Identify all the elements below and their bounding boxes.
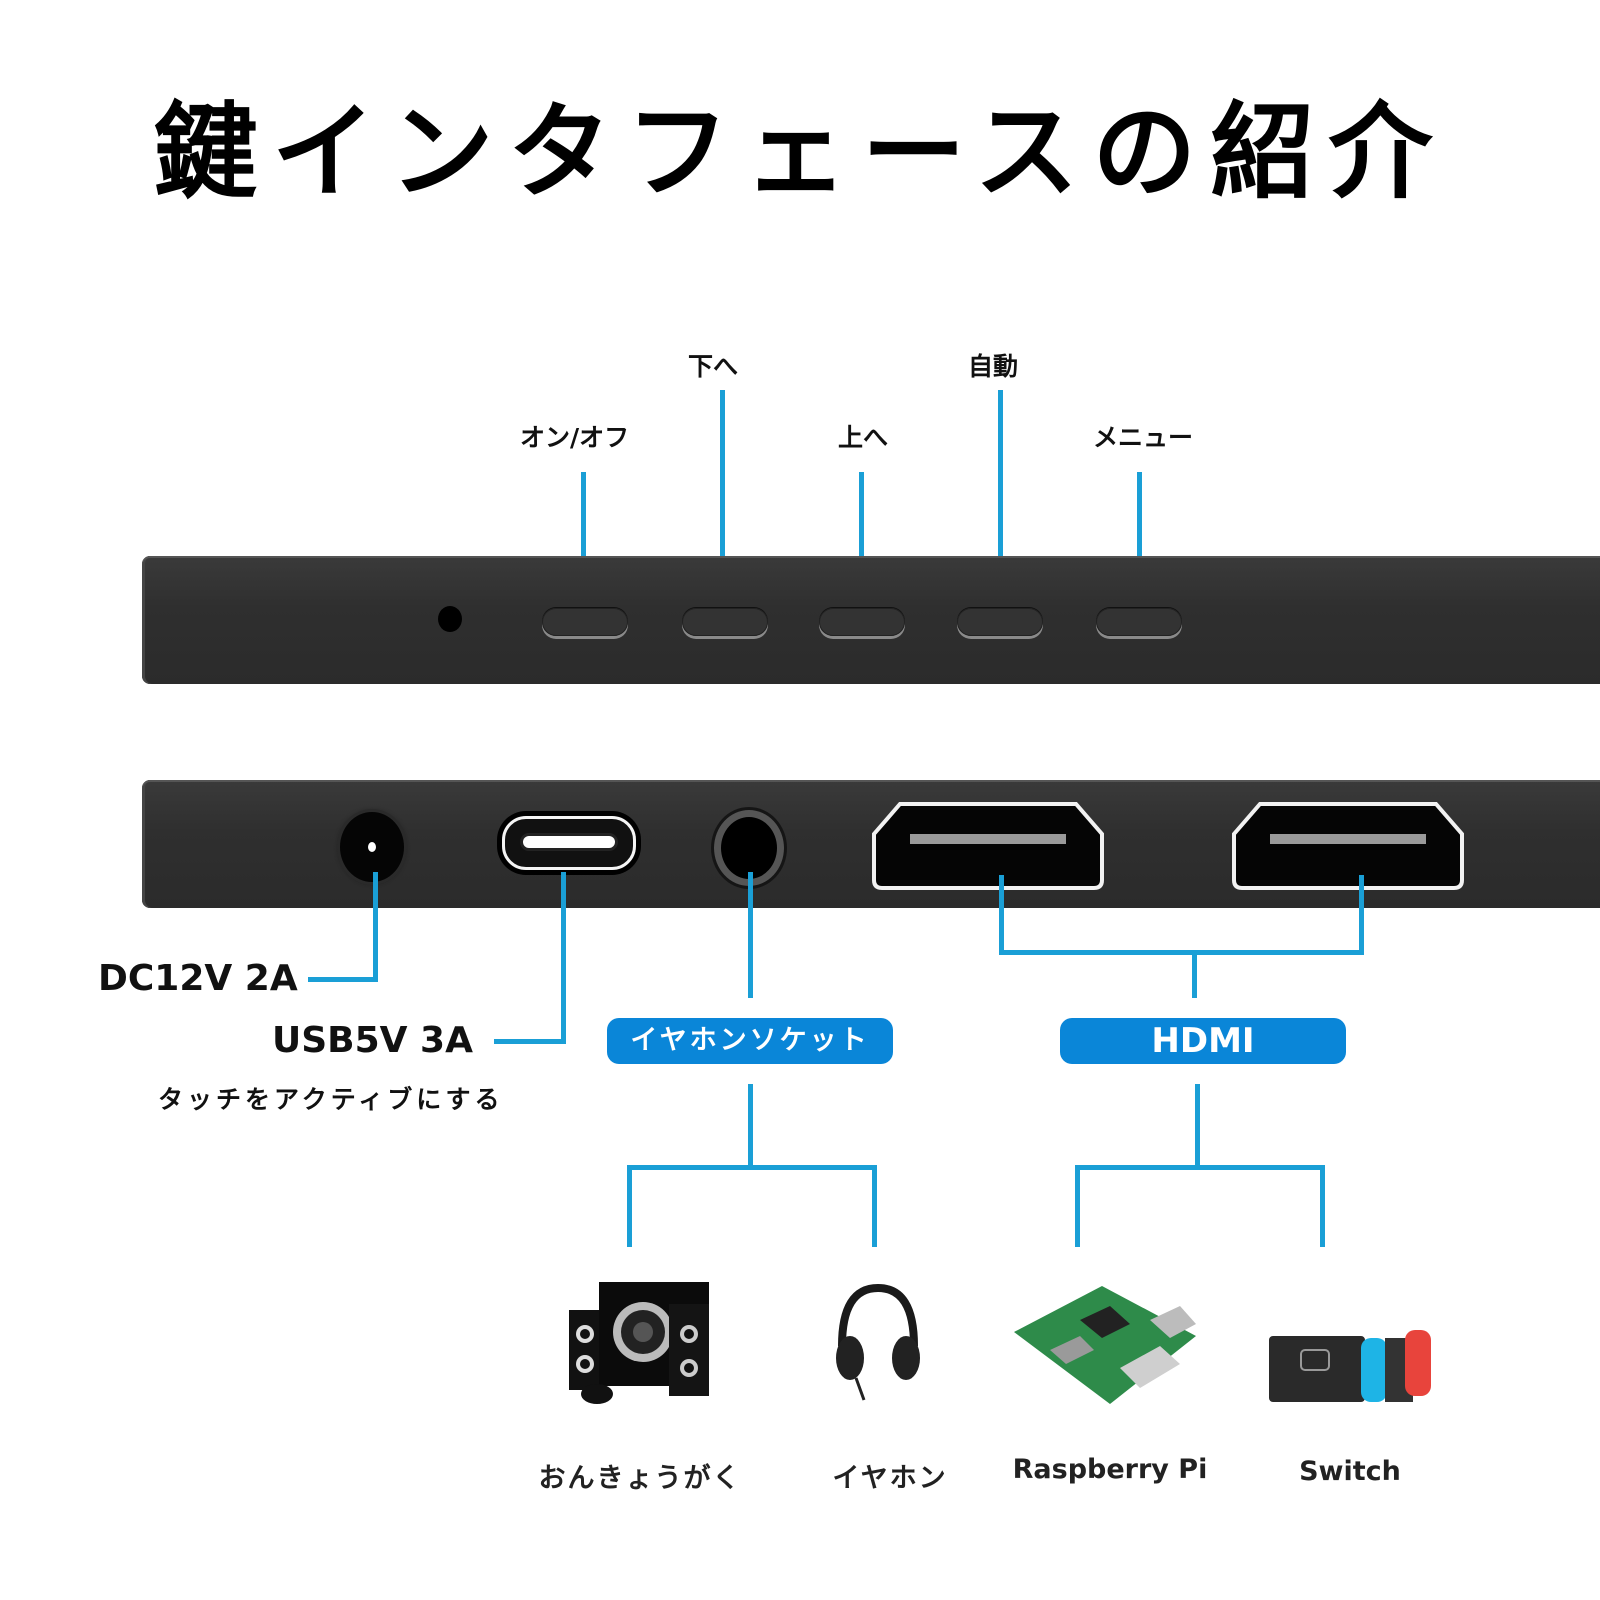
leader-line-menu bbox=[1137, 472, 1142, 612]
monitor-side-ports bbox=[142, 780, 1600, 908]
device-label-switch: Switch bbox=[1299, 1456, 1401, 1487]
leader-line-hdmi-down bbox=[1192, 950, 1197, 998]
label-power: オン/オフ bbox=[520, 423, 630, 452]
earphone-socket-badge: イヤホンソケット bbox=[607, 1018, 893, 1064]
leader-line-up bbox=[859, 472, 864, 612]
raspberry-pi-board-icon bbox=[1014, 1286, 1196, 1404]
usb-c-port-icon bbox=[502, 816, 636, 870]
leader-line-hdmi-join bbox=[999, 950, 1364, 955]
leader-line-hdmi-devices bbox=[1195, 1084, 1200, 1168]
leader-line-hdmi-branch bbox=[1075, 1165, 1325, 1170]
label-menu: メニュー bbox=[1093, 423, 1194, 452]
hdmi-port-1-icon bbox=[872, 802, 1104, 890]
speaker-system-icon bbox=[569, 1282, 709, 1404]
leader-line-raspberry bbox=[1075, 1165, 1080, 1247]
auto-button[interactable] bbox=[957, 608, 1043, 636]
leader-line-power bbox=[581, 472, 586, 612]
device-label-speakers: おんきょうがく bbox=[538, 1463, 742, 1494]
leader-line-earphone-branch bbox=[627, 1165, 877, 1170]
page-title: 鍵インタフェースの紹介 bbox=[153, 91, 1447, 213]
leader-line-headphones bbox=[872, 1165, 877, 1247]
headphones-icon bbox=[836, 1283, 920, 1401]
menu-button[interactable] bbox=[1096, 608, 1182, 636]
usb-label: USB5V 3A bbox=[272, 1020, 473, 1061]
leader-line-speaker bbox=[627, 1165, 632, 1247]
leader-line-down bbox=[720, 390, 725, 612]
leader-line-auto bbox=[998, 390, 1003, 612]
hdmi-badge: HDMI bbox=[1060, 1018, 1346, 1064]
down-button[interactable] bbox=[682, 608, 768, 636]
leader-line-usb bbox=[561, 872, 566, 1044]
dc-power-port-icon bbox=[340, 812, 404, 882]
up-button[interactable] bbox=[819, 608, 905, 636]
device-label-raspberry-pi: Raspberry Pi bbox=[1012, 1454, 1208, 1485]
nintendo-switch-icon bbox=[1269, 1330, 1431, 1402]
leader-line-dc-h bbox=[308, 977, 378, 982]
leader-line-switch bbox=[1320, 1165, 1325, 1247]
monitor-side-buttons bbox=[142, 556, 1600, 684]
leader-line-earphone-down bbox=[748, 1084, 753, 1168]
leader-line-hdmi-1 bbox=[999, 875, 1004, 953]
hdmi-port-2-icon bbox=[1232, 802, 1464, 890]
label-auto: 自動 bbox=[968, 352, 1019, 381]
device-label-headphones: イヤホン bbox=[832, 1463, 948, 1494]
usb-sublabel: タッチをアクティブにする bbox=[158, 1085, 504, 1114]
power-button[interactable] bbox=[542, 608, 628, 636]
leader-line-earphone bbox=[748, 872, 753, 998]
label-up: 上へ bbox=[838, 423, 889, 452]
leader-line-dc bbox=[373, 872, 378, 982]
label-down: 下へ bbox=[688, 352, 739, 381]
leader-line-usb-h bbox=[494, 1039, 566, 1044]
dc-label: DC12V 2A bbox=[98, 958, 298, 999]
leader-line-hdmi-2 bbox=[1359, 875, 1364, 953]
indicator-led-icon bbox=[438, 606, 462, 632]
